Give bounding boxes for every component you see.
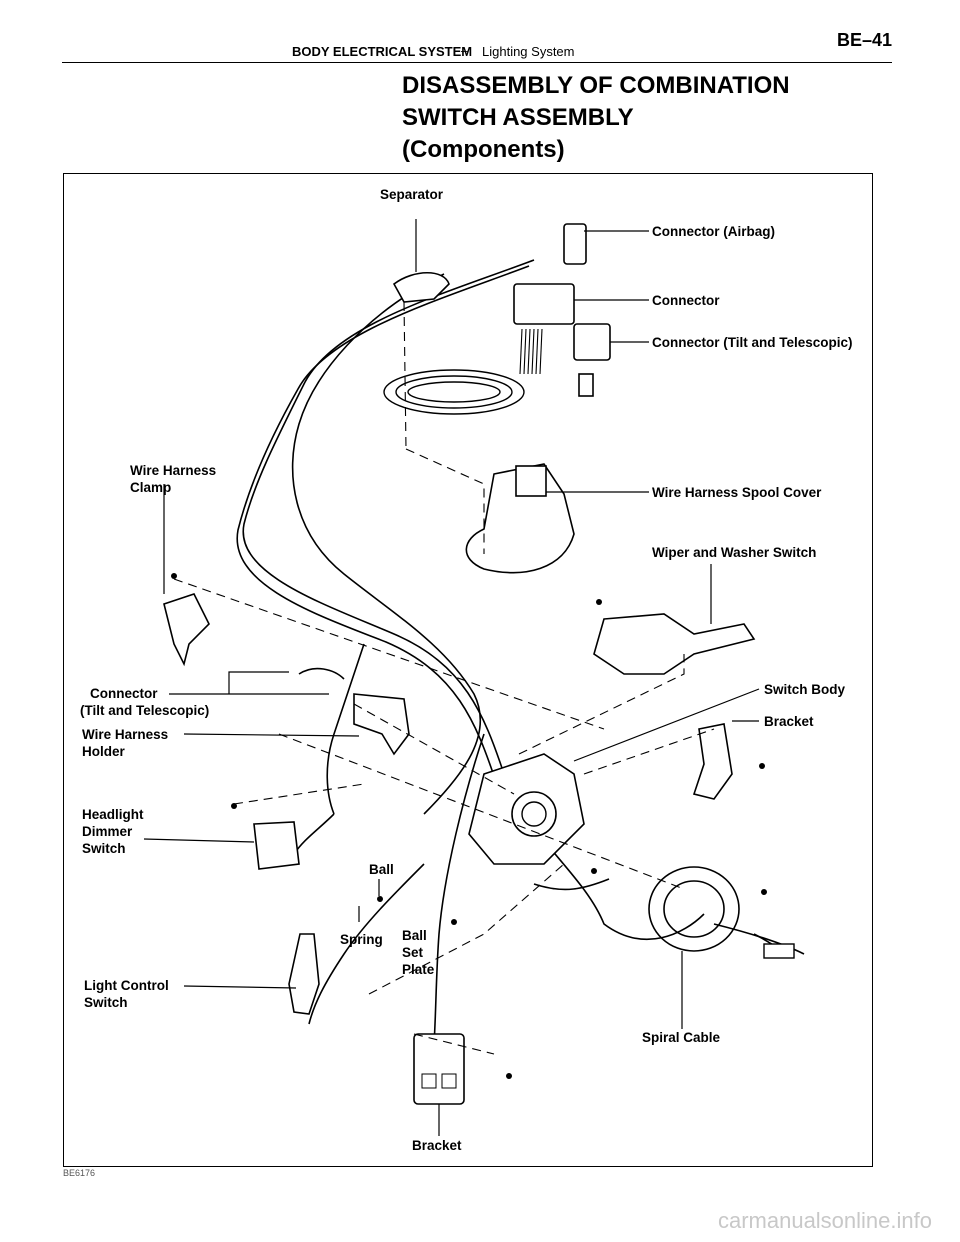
separator-part bbox=[392, 272, 450, 303]
connector-airbag-part bbox=[563, 223, 587, 265]
figure-code: BE6176 bbox=[63, 1168, 96, 1178]
label-switch-body: Switch Body bbox=[764, 682, 845, 697]
label-ball-set-1: Ball bbox=[402, 928, 427, 943]
leader-lines bbox=[143, 219, 760, 1136]
label-light-control-2: Switch bbox=[84, 995, 128, 1010]
label-harness-holder-1: Wire Harness bbox=[82, 727, 168, 742]
connector-part bbox=[513, 283, 575, 325]
label-spool-cover: Wire Harness Spool Cover bbox=[652, 485, 822, 500]
page-number: BE–41 bbox=[836, 30, 892, 50]
connector-tilt-part bbox=[573, 323, 611, 361]
label-connector-tilt-left-2: (Tilt and Telescopic) bbox=[80, 703, 209, 718]
spiral-cable-part bbox=[648, 866, 740, 952]
spool-coil bbox=[383, 369, 525, 415]
label-spiral-cable: Spiral Cable bbox=[642, 1030, 721, 1045]
spool-cover-part bbox=[465, 463, 575, 574]
page-header: BODY ELECTRICAL SYSTEM – Lighting System… bbox=[60, 30, 892, 60]
ribbon-wires bbox=[519, 328, 543, 375]
label-connector-tilt-left-1: Connector bbox=[90, 686, 158, 701]
light-control-part bbox=[288, 933, 320, 1015]
label-ball: Ball bbox=[369, 862, 394, 877]
header-section: BODY ELECTRICAL SYSTEM bbox=[292, 44, 473, 59]
bracket-bottom-part bbox=[413, 1033, 465, 1105]
diagram-svg: Separator Connector (Airbag) Connector C… bbox=[80, 187, 853, 1153]
header-rule bbox=[62, 62, 892, 63]
label-connector-airbag: Connector (Airbag) bbox=[652, 224, 775, 239]
label-wiper-switch: Wiper and Washer Switch bbox=[652, 545, 816, 560]
headlight-dimmer-part bbox=[253, 821, 300, 870]
components-diagram: Separator Connector (Airbag) Connector C… bbox=[63, 173, 873, 1167]
label-light-control-1: Light Control bbox=[84, 978, 169, 993]
label-harness-clamp-1: Wire Harness bbox=[130, 463, 216, 478]
screws bbox=[171, 573, 767, 1079]
label-headlight-1: Headlight bbox=[82, 807, 144, 822]
label-bracket-right: Bracket bbox=[764, 714, 814, 729]
label-separator: Separator bbox=[380, 187, 444, 202]
watermark: carmanualsonline.info bbox=[717, 1208, 932, 1233]
assembly-lines bbox=[173, 301, 715, 1055]
label-ball-set-3: Plate bbox=[402, 962, 435, 977]
label-connector: Connector bbox=[652, 293, 720, 308]
label-headlight-3: Switch bbox=[82, 841, 126, 856]
wiper-switch-part bbox=[593, 613, 756, 675]
title-line-3: (Components) bbox=[402, 136, 565, 163]
harness-holder-part bbox=[353, 693, 410, 756]
label-connector-tilt: Connector (Tilt and Telescopic) bbox=[652, 335, 853, 350]
header-separator: – bbox=[461, 43, 469, 58]
label-ball-set-2: Set bbox=[402, 945, 424, 960]
bracket-right-part bbox=[692, 723, 733, 800]
label-harness-clamp-2: Clamp bbox=[130, 480, 171, 495]
label-headlight-2: Dimmer bbox=[82, 824, 133, 839]
title-line-1: DISASSEMBLY OF COMBINATION bbox=[402, 72, 790, 99]
label-harness-holder-2: Holder bbox=[82, 744, 126, 759]
title-line-2: SWITCH ASSEMBLY bbox=[402, 104, 634, 131]
label-bracket-bottom: Bracket bbox=[412, 1138, 462, 1153]
page-title: DISASSEMBLY OF COMBINATION SWITCH ASSEMB… bbox=[402, 70, 882, 166]
label-spring: Spring bbox=[340, 932, 383, 947]
wire-harness-clamp-part bbox=[163, 593, 210, 667]
header-topic: Lighting System bbox=[482, 44, 575, 59]
